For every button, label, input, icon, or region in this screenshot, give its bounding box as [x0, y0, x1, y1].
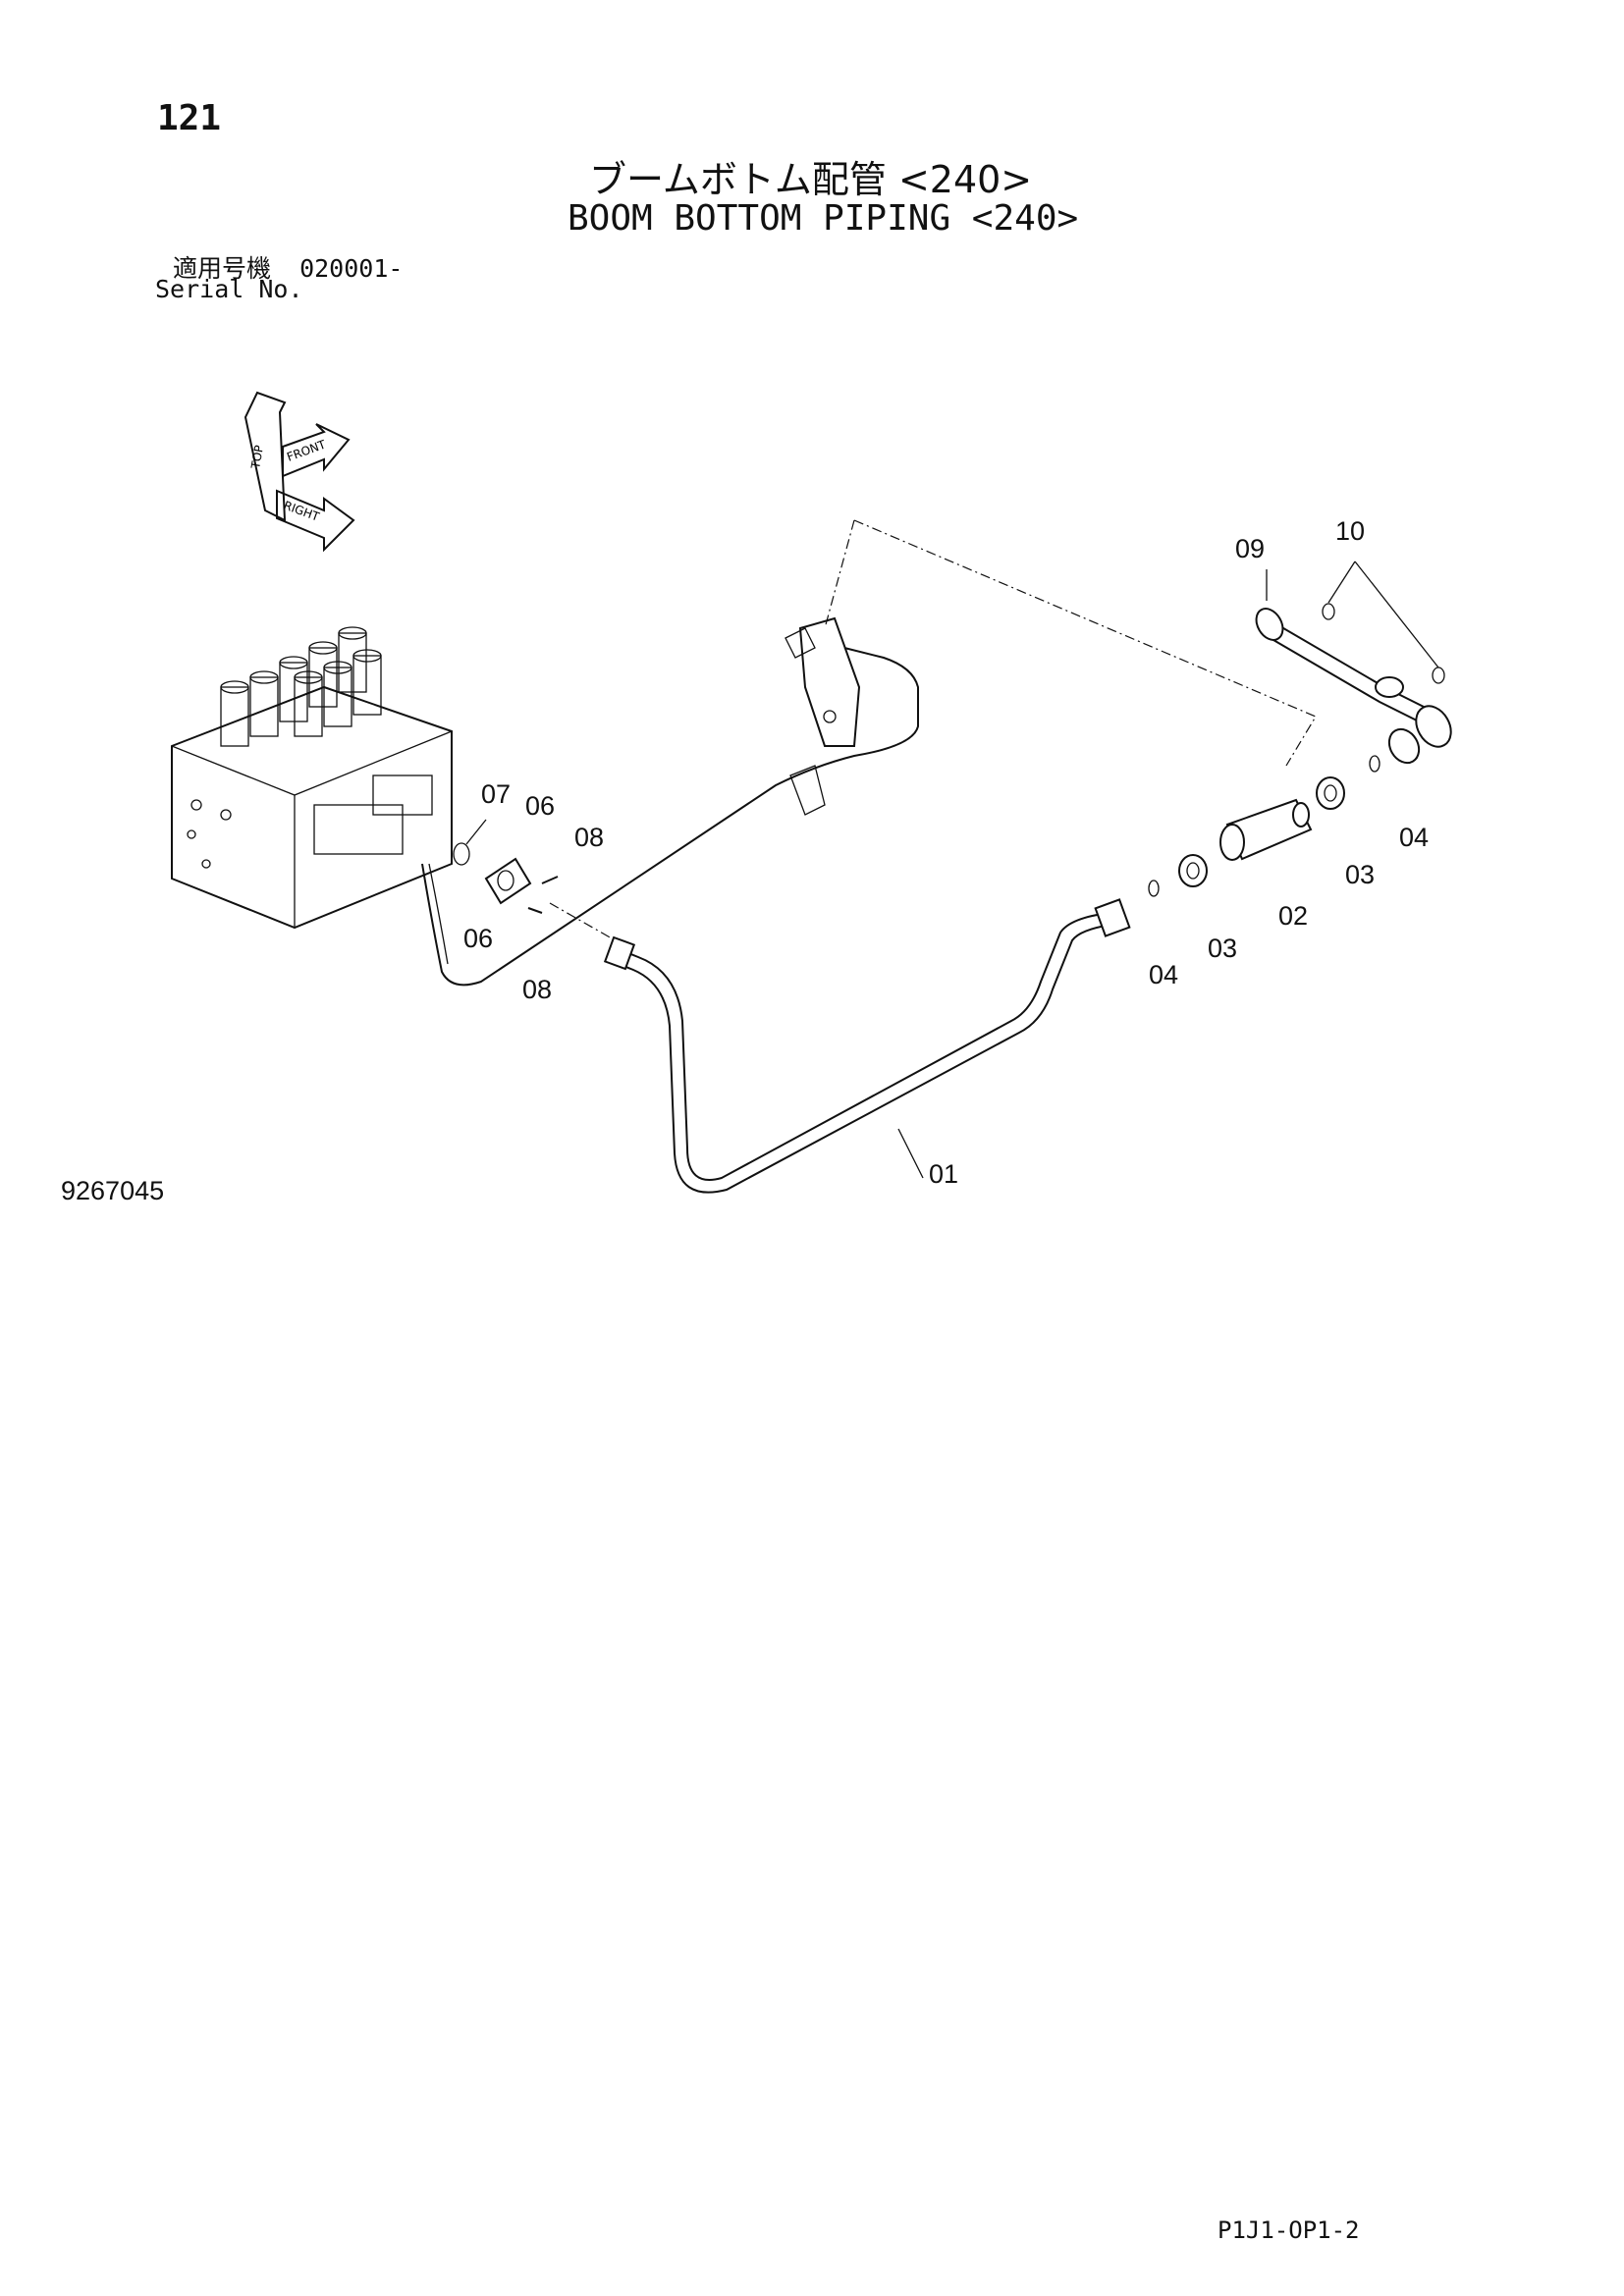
callout-10: 10 — [1335, 516, 1365, 546]
part-02-adapter — [1219, 798, 1313, 861]
part-08-bolt-lower — [527, 907, 543, 914]
callout-04-lower: 04 — [1149, 960, 1178, 989]
part-07-oring — [453, 842, 470, 866]
callout-06-lower: 06 — [463, 924, 493, 953]
callout-09: 09 — [1235, 534, 1265, 563]
part-09-pipe — [1255, 608, 1452, 765]
callout-07: 07 — [481, 779, 511, 809]
leader-line-upper — [824, 519, 1317, 767]
callout-03-lower: 03 — [1208, 934, 1237, 963]
part-03-union-lower — [1178, 854, 1208, 887]
callout-02: 02 — [1278, 901, 1308, 931]
serial-label-japanese: 適用号機 — [173, 254, 272, 283]
part-03-union-upper — [1316, 776, 1345, 810]
part-08-bolt-upper — [541, 876, 559, 884]
top-arrow-icon — [244, 391, 287, 522]
orientation-label-top: TOP — [248, 444, 266, 470]
callout-leaders — [465, 561, 1439, 1179]
serial-value: 020001- — [299, 254, 404, 283]
callout-06-upper: 06 — [525, 791, 555, 821]
serial-applicability-row: 適用号機 020001- — [173, 249, 403, 285]
page-title-japanese: ブームボトム配管 <240> — [589, 158, 1033, 201]
part-04-oring-lower — [1148, 880, 1160, 897]
front-arrow-icon — [282, 423, 351, 478]
sheet-code: P1J1-OP1-2 — [1218, 2216, 1360, 2244]
drawing-number: 9267045 — [61, 1176, 165, 1205]
control-valve-block — [171, 626, 453, 930]
serial-label-english: Serial No. — [155, 275, 303, 303]
page-title-english: BOOM BOTTOM PIPING <240> — [568, 198, 1079, 239]
part-10-oring-b — [1432, 667, 1445, 684]
callout-03-upper: 03 — [1345, 860, 1375, 889]
part-10-oring-a — [1322, 603, 1335, 620]
part-04-oring-upper — [1369, 755, 1380, 773]
part-06-flange — [484, 857, 532, 905]
callout-labels: 01 02 03 03 04 04 06 06 07 08 08 09 10 — [463, 516, 1429, 1189]
callout-08-lower: 08 — [522, 975, 552, 1004]
callout-01: 01 — [929, 1159, 958, 1189]
right-arrow-icon — [276, 489, 355, 553]
leader-line-lower — [549, 902, 620, 943]
page-number: 121 — [157, 98, 222, 138]
orientation-icon: TOP FRONT RIGHT — [244, 391, 355, 553]
callout-08-upper: 08 — [574, 823, 604, 852]
part-01-pipe — [603, 898, 1131, 1194]
bracket-pipe-assembly — [421, 616, 919, 987]
callout-04-upper: 04 — [1399, 823, 1429, 852]
